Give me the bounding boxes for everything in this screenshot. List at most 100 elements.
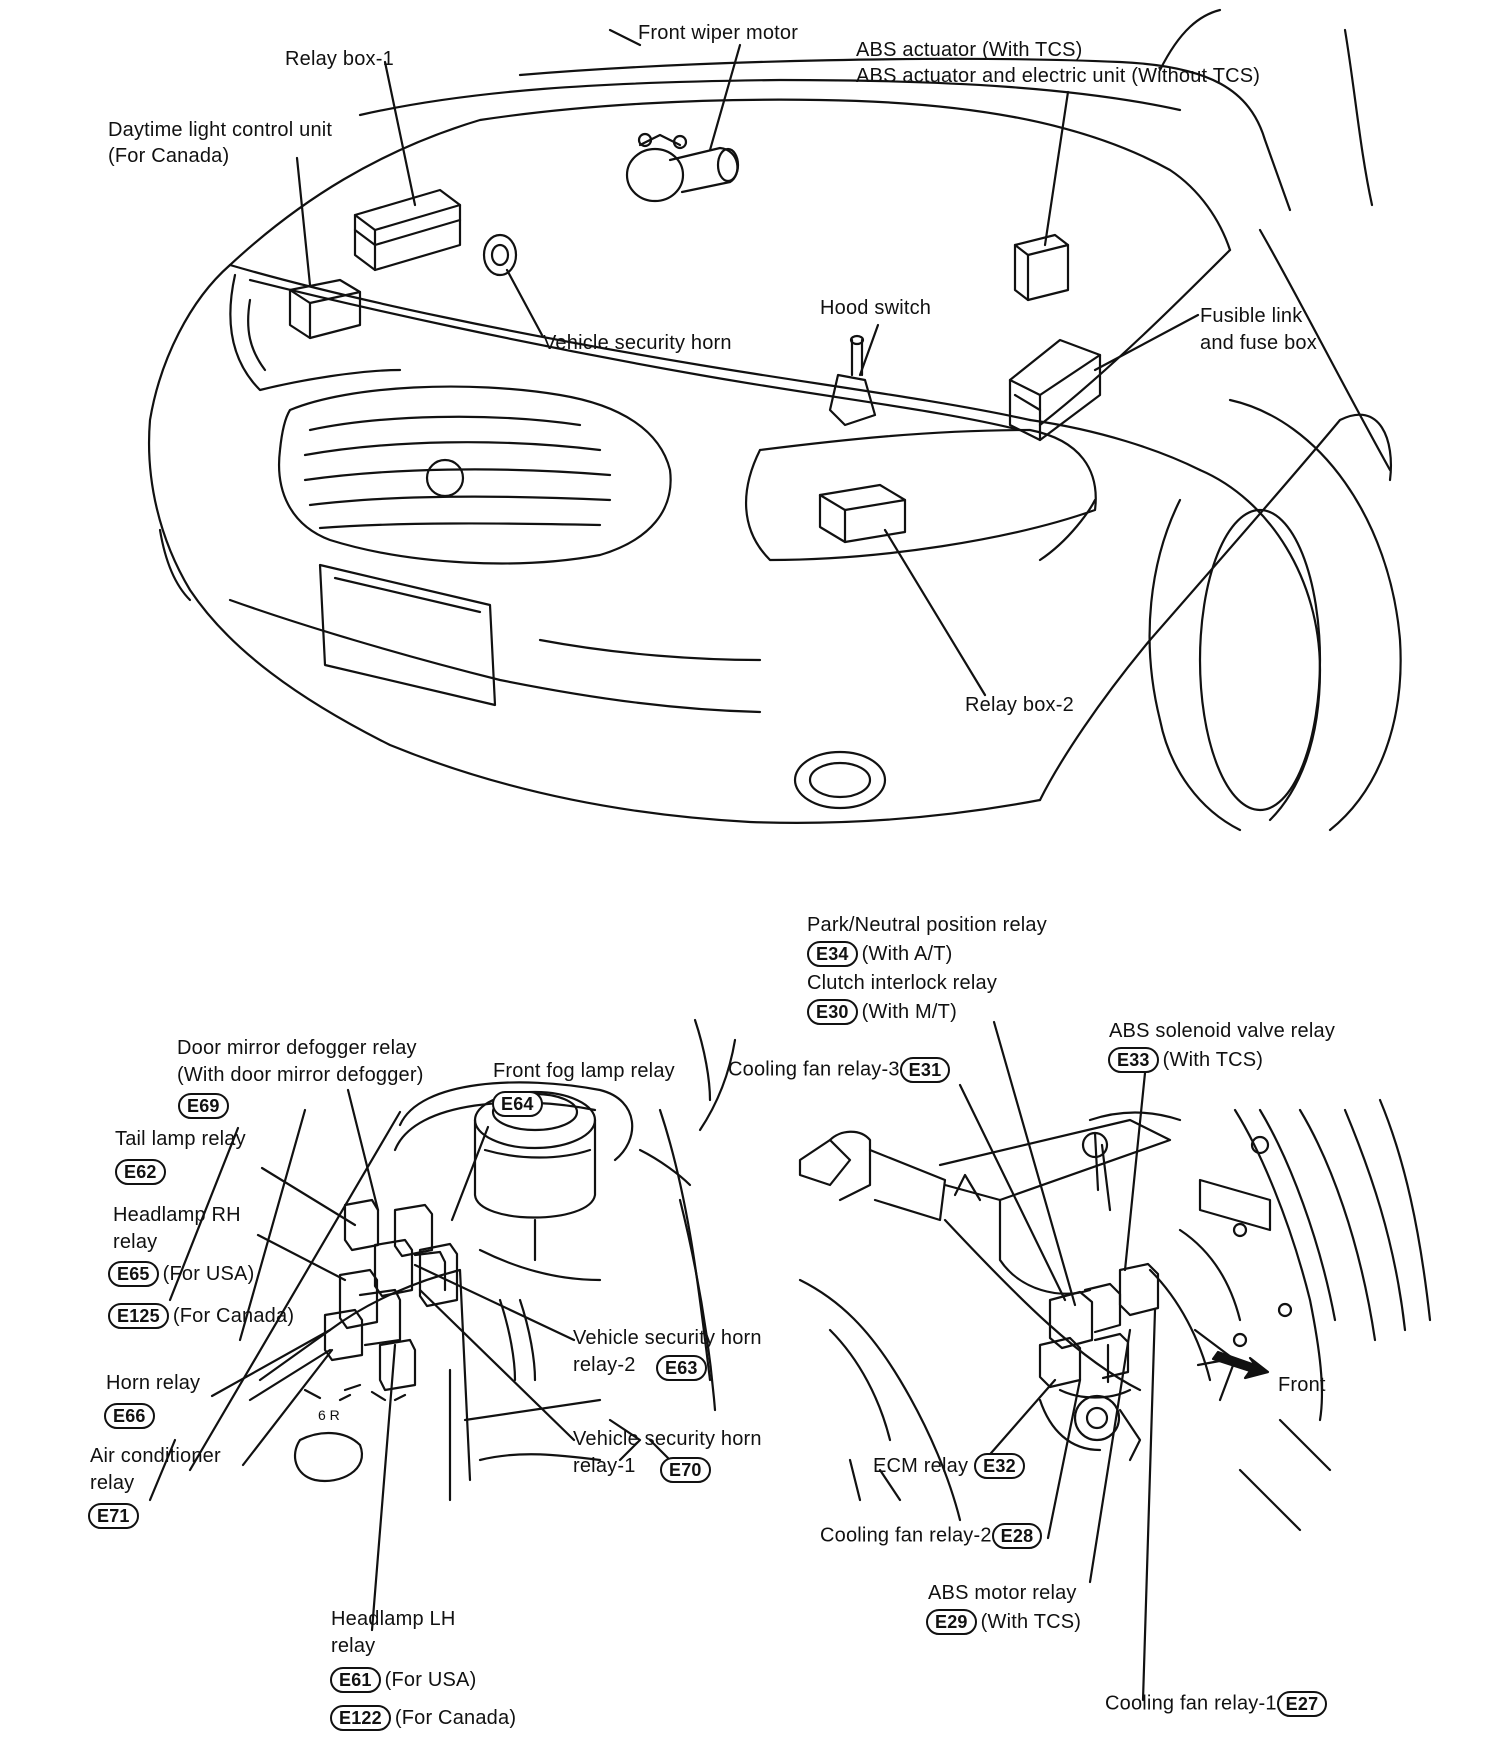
- badge-e69: E69: [178, 1092, 229, 1119]
- label-headlamp-rh: Headlamp RH: [113, 1204, 241, 1226]
- relay-blocks-right: [1040, 1264, 1158, 1398]
- badge-e34: E34: [807, 940, 858, 967]
- note-with-mt: (With M/T): [861, 1000, 957, 1023]
- label-abs-motor-relay: ABS motor relay: [928, 1582, 1077, 1604]
- label-door-mirror-defogger-relay: Door mirror defogger relay: [177, 1037, 417, 1059]
- label-relay-2: relay-2: [573, 1354, 636, 1376]
- note-with-tcs-motor: (With TCS): [980, 1610, 1082, 1633]
- label-daytime-light-control-unit: Daytime light control unit: [108, 119, 333, 141]
- connector-e122: E122(For Canada): [330, 1704, 516, 1731]
- note-for-usa-rh: (For USA): [162, 1262, 255, 1285]
- badge-e30: E30: [807, 998, 858, 1025]
- label-fusible-link: Fusible link: [1200, 305, 1303, 327]
- note-with-tcs-solenoid: (With TCS): [1162, 1048, 1264, 1071]
- label-ecm-relay: ECM relay: [873, 1454, 969, 1477]
- connector-e62: E62: [115, 1158, 166, 1185]
- badge-e70: E70: [660, 1456, 711, 1483]
- hood-switch-part: [830, 336, 875, 425]
- badge-e65: E65: [108, 1260, 159, 1287]
- badge-e29: E29: [926, 1608, 977, 1635]
- label-clutch-interlock-relay: Clutch interlock relay: [807, 972, 998, 994]
- car-front-illustration: [149, 10, 1401, 830]
- note-for-canada-rh: (For Canada): [172, 1304, 295, 1327]
- front-wiper-motor-part: [627, 134, 738, 201]
- label-abs-actuator-with-tcs: ABS actuator (With TCS): [856, 39, 1083, 61]
- badge-e62: E62: [115, 1158, 166, 1185]
- label-abs-solenoid-valve-relay: ABS solenoid valve relay: [1109, 1020, 1336, 1042]
- label-and-fuse-box: and fuse box: [1200, 332, 1317, 354]
- badge-e28: E28: [991, 1522, 1043, 1549]
- label-relay-1: relay-1: [573, 1455, 636, 1477]
- connector-e65: E65(For USA): [108, 1260, 254, 1287]
- label-relay-box-2: Relay box-2: [965, 694, 1074, 716]
- badge-e66: E66: [104, 1402, 155, 1429]
- badge-e64: E64: [492, 1090, 543, 1117]
- label-cooling-fan-relay-3: Cooling fan relay-3: [728, 1058, 900, 1081]
- label-headlamp-rh-relay: relay: [113, 1231, 158, 1253]
- connector-e66: E66: [104, 1402, 155, 1429]
- abs-actuator-part: [1015, 235, 1068, 300]
- label-tail-lamp-relay: Tail lamp relay: [115, 1128, 246, 1150]
- svg-text:6 R: 6 R: [318, 1407, 340, 1423]
- label-hood-switch: Hood switch: [820, 297, 932, 319]
- fusible-link-fuse-box-part: [1010, 340, 1100, 440]
- top-leader-lines: [297, 45, 1198, 695]
- connector-e69: E69: [178, 1092, 229, 1119]
- daytime-light-control-unit-part: [290, 280, 360, 338]
- badge-e32: E32: [974, 1452, 1025, 1479]
- badge-e122: E122: [330, 1704, 391, 1731]
- label-park-neutral-position-relay: Park/Neutral position relay: [807, 914, 1047, 936]
- relay-blocks-left: [325, 1200, 457, 1400]
- note-for-canada-lh: (For Canada): [394, 1706, 517, 1729]
- connector-e70: E70: [660, 1456, 711, 1483]
- connector-e61: E61(For USA): [330, 1666, 476, 1693]
- relay-box-2-part: [820, 485, 905, 542]
- relay-box-1-closeup: 6 R: [150, 1020, 735, 1630]
- relay-box-1-part: [355, 190, 460, 270]
- label-front-wiper-motor: Front wiper motor: [638, 22, 799, 44]
- label-vehicle-security-horn-relay-1: Vehicle security horn: [573, 1428, 762, 1450]
- label-abs-actuator-without-tcs: ABS actuator and electric unit (Without …: [856, 65, 1261, 87]
- label-headlamp-lh: Headlamp LH: [331, 1608, 456, 1630]
- connector-e125: E125(For Canada): [108, 1302, 294, 1329]
- label-air-conditioner-relay: relay: [90, 1472, 135, 1494]
- label-air-conditioner: Air conditioner: [90, 1445, 221, 1467]
- label-headlamp-lh-relay: relay: [331, 1635, 376, 1657]
- label-relay-box-1: Relay box-1: [285, 48, 394, 70]
- connector-e33: E33(With TCS): [1108, 1046, 1263, 1073]
- badge-e63: E63: [656, 1354, 707, 1381]
- label-horn-relay: Horn relay: [106, 1372, 201, 1394]
- connector-e63: E63: [656, 1354, 707, 1381]
- vehicle-security-horn-part: [484, 235, 516, 275]
- note-with-at: (With A/T): [861, 942, 953, 965]
- connector-e30: E30(With M/T): [807, 998, 957, 1025]
- label-cooling-fan-relay-1: Cooling fan relay-1: [1105, 1692, 1277, 1715]
- label-front: Front: [1278, 1374, 1326, 1396]
- badge-e27: E27: [1276, 1690, 1328, 1717]
- label-vehicle-security-horn-relay-2: Vehicle security horn: [573, 1327, 762, 1349]
- label-daytime-for-canada: (For Canada): [108, 145, 230, 167]
- note-for-usa-lh: (For USA): [384, 1668, 477, 1691]
- connector-e64: E64: [492, 1090, 543, 1117]
- badge-e61: E61: [330, 1666, 381, 1693]
- badge-e71: E71: [88, 1502, 139, 1529]
- connector-e29: E29(With TCS): [926, 1608, 1081, 1635]
- badge-e31: E31: [899, 1056, 951, 1083]
- badge-e125: E125: [108, 1302, 169, 1329]
- front-arrow-icon: [1213, 1352, 1268, 1378]
- label-vehicle-security-horn: Vehicle security horn: [543, 332, 732, 354]
- connector-e34: E34(With A/T): [807, 940, 953, 967]
- connector-e71: E71: [88, 1502, 139, 1529]
- right-leader-lines: [960, 1022, 1225, 1700]
- left-leader-lines: [150, 1090, 574, 1630]
- relay-box-2-closeup: [800, 1022, 1430, 1700]
- badge-e33: E33: [1108, 1046, 1159, 1073]
- label-front-fog-lamp-relay: Front fog lamp relay: [493, 1060, 675, 1082]
- label-with-door-mirror-defogger: (With door mirror defogger): [177, 1064, 424, 1086]
